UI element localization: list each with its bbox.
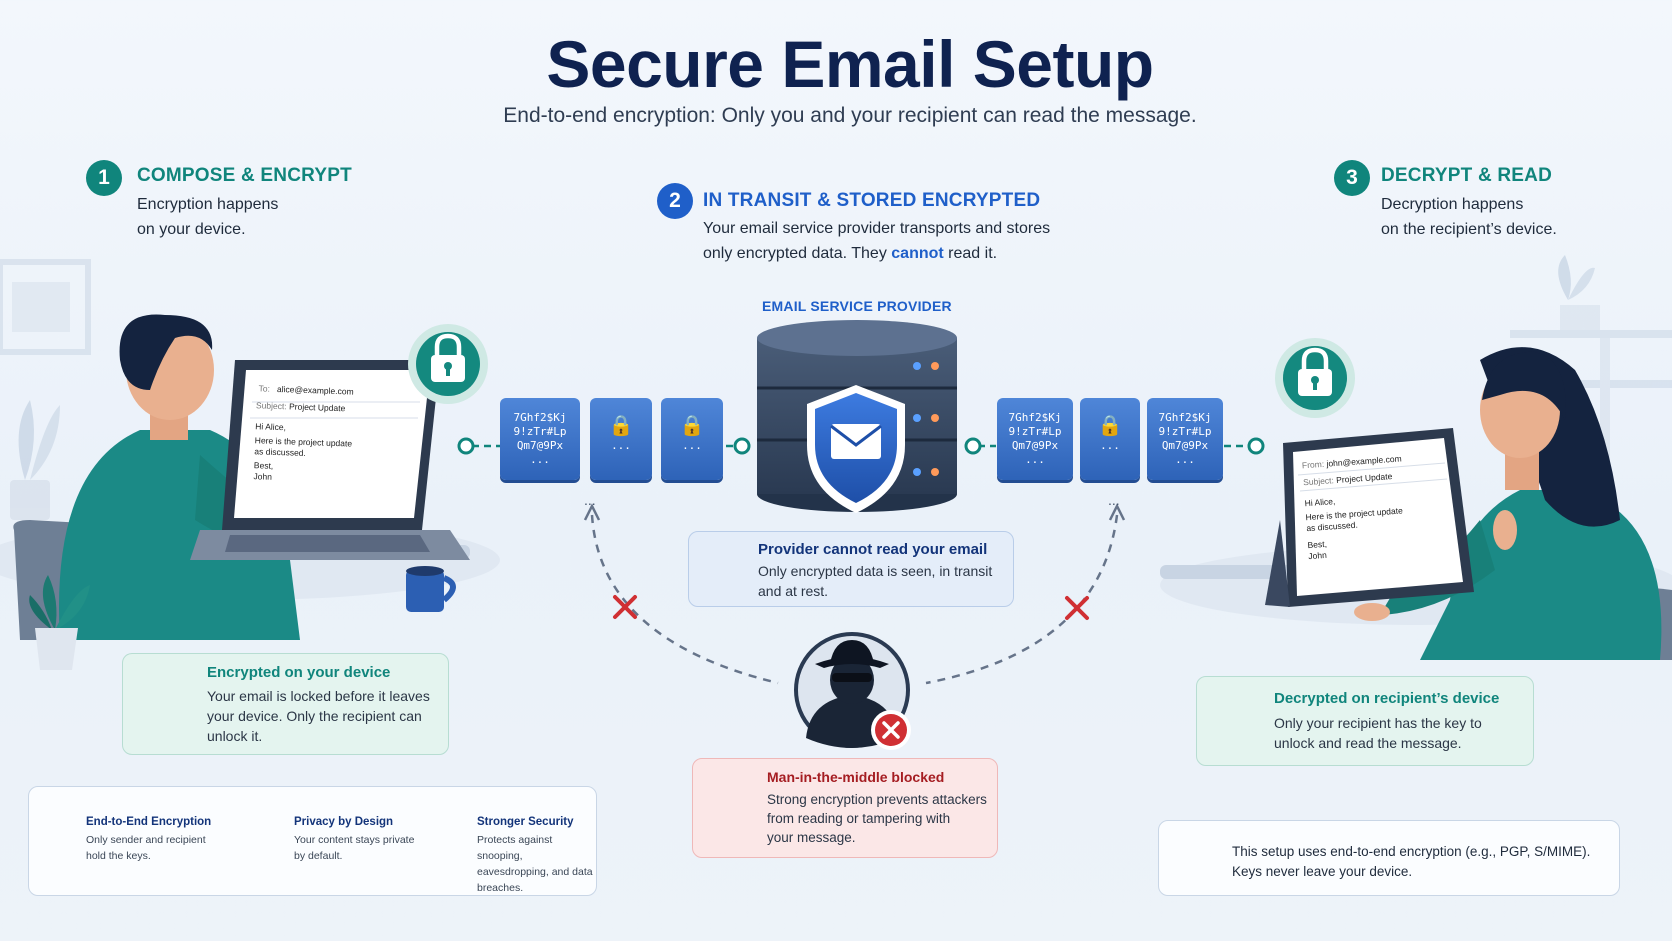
step-1-line: on your device. [137,221,246,238]
blocked-badge-icon [871,710,911,750]
info-panel [1158,820,1620,896]
provider-label: EMAIL SERVICE PROVIDER [762,298,952,314]
lock-badge-recipient [1275,338,1355,418]
step-2-number: 2 [657,183,693,219]
node-right-start [964,437,982,455]
step-3-title: DECRYPT & READ [1381,165,1552,186]
page-title: Secure Email Setup [546,27,1154,101]
node-left-end [733,437,751,455]
card-decrypted-title: Decrypted on recipient’s device [1274,690,1500,707]
node-right-end [1247,437,1265,455]
step-3-line: on the recipient’s device. [1381,221,1557,238]
features-panel [28,786,597,896]
coffee-mug-decor [406,566,456,612]
step-3-number: 3 [1334,160,1370,196]
step-3-text: Decryption happens on the recipient’s de… [1381,192,1557,242]
step-1-title: COMPOSE & ENCRYPT [137,165,352,186]
step-3-line: Decryption happens [1381,196,1524,213]
step-1-text: Encryption happens on your device. [137,192,278,242]
card-mitm-title: Man-in-the-middle blocked [767,769,945,785]
card-mitm-text: Strong encryption prevents attackers fro… [767,792,987,845]
feature-privacy: Privacy by Design Your content stays pri… [294,816,415,862]
card-provider-title: Provider cannot read your email [758,541,988,558]
locked-packet: 🔒... [661,398,723,480]
card-encrypted-text: Your email is locked before it leaves yo… [207,688,430,744]
card-encrypted-title: Encrypted on your device [207,664,391,681]
step-2-line: only encrypted data. They cannot read it… [703,245,998,262]
step-2-line: Your email service provider transports a… [703,220,1051,237]
plant-desk-decor [29,575,90,670]
blocked-x-right-icon [1065,596,1089,620]
attack-path-right [925,503,1126,685]
step-1-line: Encryption happens [137,196,279,213]
shield-envelope-icon [807,385,905,513]
recipient-email-content: From: john@example.com Subject: Project … [1302,450,1459,562]
feature-e2e: End-to-End Encryption Only sender and re… [86,816,212,862]
attack-path-left [583,503,779,685]
node-left-start [457,437,475,455]
page-subtitle: End-to-end encryption: Only you and your… [503,104,1197,127]
lock-icon: 🔒 [608,413,634,437]
packet-dots: ... [584,492,596,508]
email-subject: Project Update [288,401,346,414]
wall-frame-decor [0,259,91,355]
lock-badge-sender [408,324,488,404]
blocked-x-left-icon [613,595,637,619]
locked-packet: 🔒... [590,398,652,480]
card-mitm-blocked [692,758,998,858]
lock-icon: 🔒 [679,413,705,437]
highlight-cannot: cannot [891,245,944,262]
locked-packet: 🔒... [1080,398,1140,480]
feature-security: Stronger Security Protects against snoop… [477,816,593,894]
step-2-title: IN TRANSIT & STORED ENCRYPTED [703,190,1041,211]
card-provider-cannot-read [688,531,1014,607]
lock-icon: 🔒 [1097,413,1123,437]
card-provider-text: Only encrypted data is seen, in transit … [758,563,993,599]
shelf-decor [1510,255,1672,528]
packet-dots: ... [1108,492,1120,508]
plant-left-decor [10,400,60,520]
step-1-number: 1 [86,160,122,196]
step-2-text: Your email service provider transports a… [703,216,1050,266]
email-to: alice@example.com [276,383,354,397]
card-encrypted-on-device [122,653,449,755]
card-decrypted-text: Only your recipient has the key to unloc… [1274,715,1482,751]
sender-email-content: To: alice@example.com Subject: Project U… [253,383,416,488]
email-subject: Project Update [1335,471,1393,485]
info-text: This setup uses end-to-end encryption (e… [1232,844,1591,879]
card-decrypted-on-recipient [1196,676,1534,766]
